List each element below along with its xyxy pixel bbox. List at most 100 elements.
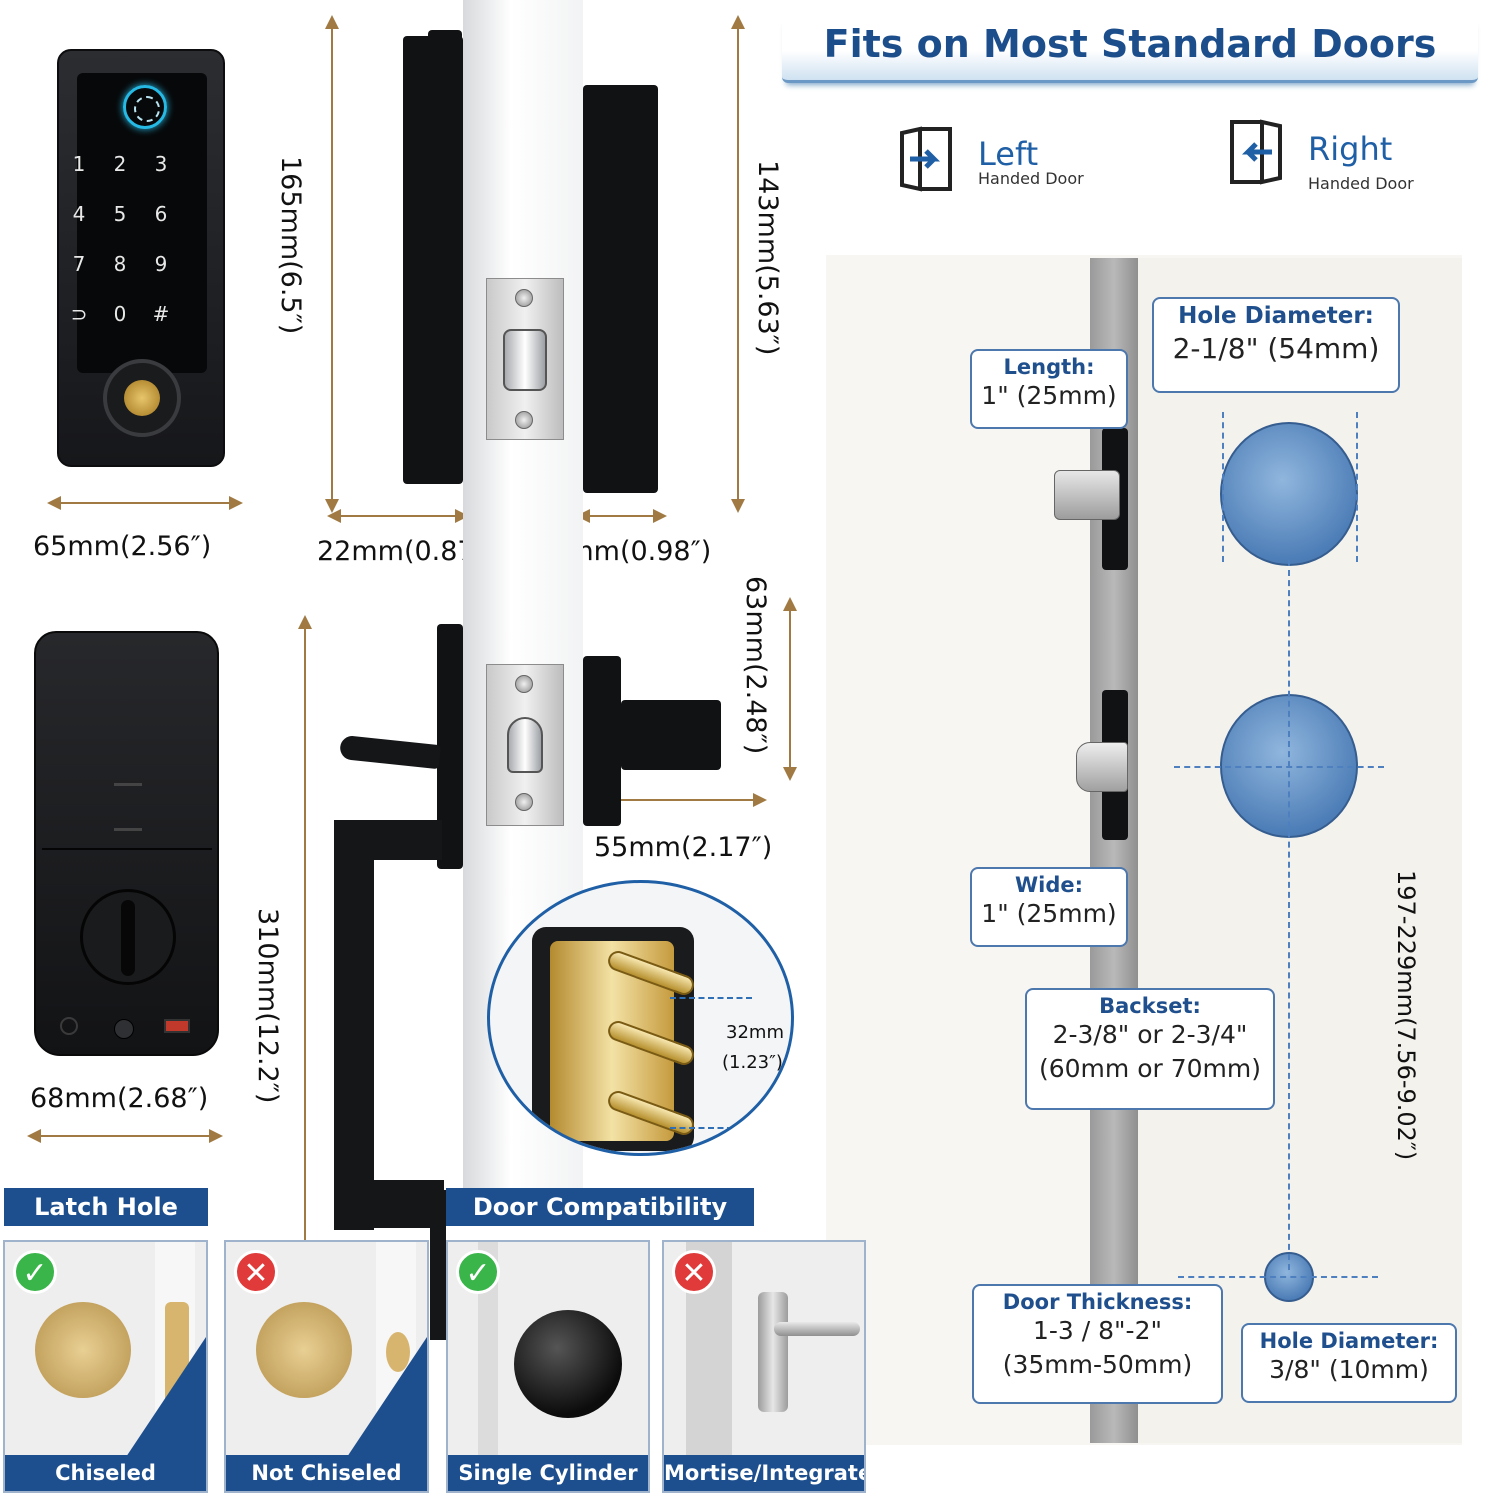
latch-hole-header: Latch Hole: [4, 1188, 208, 1226]
door-lever-icon: [774, 1322, 860, 1336]
title-banner: Fits on Most Standard Doors: [782, 15, 1478, 83]
deadbolt-exterior-body: [403, 36, 463, 484]
check-icon: ✓: [456, 1250, 500, 1294]
keypad-unit: [57, 49, 225, 467]
hole-spacing-label: 197-229mm(7.56-9.02″): [1392, 870, 1420, 1161]
deadbolt-faceplate: [486, 278, 564, 440]
tile-single-cylinder: ✓ Single Cylinder: [446, 1240, 650, 1493]
deadbolt-height-label: 143mm(5.63″): [752, 160, 783, 356]
mount-pin: [605, 1088, 697, 1138]
thumb-turn-knob: [80, 889, 176, 985]
key-5: 5: [113, 202, 127, 226]
deadbolt-bore-hole: [1220, 422, 1358, 566]
keypad-keys: 1 2 3 4 5 6 7 8 9 ⊃ 0 #: [59, 150, 199, 328]
guide-line: [1178, 1276, 1378, 1278]
callout-title: Hole Diameter:: [1259, 1329, 1439, 1353]
door-frame: [478, 1242, 498, 1459]
deadbolt-interior-body: [583, 85, 658, 493]
page-title: Fits on Most Standard Doors: [823, 22, 1437, 66]
guide-line: [1356, 412, 1358, 562]
wide-callout: Wide: 1" (25mm): [970, 867, 1128, 947]
lever-depth-label: 55mm(2.17″): [594, 832, 773, 863]
brass-mount-plate: [550, 941, 697, 1141]
length-callout: Length: 1" (25mm): [970, 349, 1128, 429]
callout-value: 3/8" (10mm): [1269, 1355, 1429, 1384]
x-icon: ✕: [672, 1250, 716, 1294]
latch-bolt: [507, 717, 543, 773]
callout-title: Hole Diameter:: [1178, 303, 1374, 329]
tile-label: Single Cylinder: [448, 1455, 648, 1491]
handle-grip: [334, 820, 374, 1230]
tile-mortise: ✕ Mortise/Integrated: [662, 1240, 866, 1493]
latch-faceplate: [486, 664, 564, 826]
key-2: 2: [113, 152, 127, 176]
screw-icon: [515, 675, 533, 693]
callout-title: Length:: [1003, 355, 1095, 379]
tile-not-chiseled: ✕ Not Chiseled: [224, 1240, 429, 1493]
key-6: 6: [154, 202, 168, 226]
tile-label: Mortise/Integrated: [664, 1455, 864, 1491]
callout-value: 1" (25mm): [981, 899, 1117, 928]
key-7: 7: [72, 252, 86, 276]
key-0: 0: [113, 302, 127, 326]
right-handed-label: Right: [1308, 130, 1393, 168]
switch-icon: [164, 1019, 190, 1033]
mount-pin: [605, 1018, 697, 1068]
screw-icon: [114, 1019, 134, 1039]
hole-diameter-callout: Hole Diameter: 2-1/8" (54mm): [1152, 297, 1400, 393]
center-guide-line: [1288, 560, 1290, 1270]
left-handed-sub: Handed Door: [978, 169, 1084, 188]
corner-decor: [347, 1337, 427, 1457]
interior-lever: [621, 700, 721, 770]
interior-width-label: 68mm(2.68″): [30, 1083, 209, 1114]
key-1: 1: [72, 152, 86, 176]
right-handed-door-icon: [1230, 119, 1282, 185]
pin-spacing-mm-label: 32mm: [726, 1022, 784, 1043]
callout-title: Door Thickness:: [1002, 1290, 1193, 1314]
cover-seam: [42, 848, 212, 850]
lever-height-label: 63mm(2.48″): [740, 576, 771, 755]
keypad-height-label: 165mm(6.5″): [275, 156, 306, 335]
key-cylinder: [103, 359, 181, 437]
callout-value: (35mm-50mm): [1002, 1350, 1193, 1379]
door-thickness-callout: Door Thickness: 1-3 / 8"-2" (35mm-50mm): [972, 1284, 1223, 1404]
pin-guide-line: [670, 997, 752, 999]
corner-decor: [126, 1337, 206, 1457]
left-handed-door-icon: [900, 126, 952, 192]
callout-value: 2-3/8" or 2-3/4": [1052, 1020, 1248, 1049]
fingerprint-icon: [123, 85, 167, 129]
door-compatibility-header: Door Compatibility: [446, 1188, 754, 1226]
callout-value: 2-1/8" (54mm): [1172, 332, 1380, 365]
small-hole-callout: Hole Diameter: 3/8" (10mm): [1241, 1323, 1457, 1403]
edge-latch-bolt: [1076, 742, 1128, 792]
key-8: 8: [113, 252, 127, 276]
left-handed-label: Left: [978, 135, 1039, 173]
bore-hole-icon: [256, 1302, 352, 1398]
guide-line: [1174, 766, 1384, 768]
tile-label: Not Chiseled: [226, 1455, 427, 1491]
guide-line: [1222, 412, 1224, 562]
handle-base: [430, 1190, 446, 1340]
key-hash: #: [152, 302, 170, 326]
screw-icon: [515, 289, 533, 307]
x-icon: ✕: [234, 1250, 278, 1294]
check-icon: ✓: [13, 1250, 57, 1294]
key-lock-symbol: ⊃: [70, 302, 88, 326]
tile-chiseled: ✓ Chiseled: [3, 1240, 208, 1493]
screw-icon: [515, 411, 533, 429]
callout-value: 1" (25mm): [981, 381, 1117, 410]
mount-housing: [532, 927, 697, 1151]
lever-interior-rose: [583, 656, 621, 826]
bore-hole-icon: [35, 1302, 131, 1398]
pin-guide-line: [670, 1127, 752, 1129]
pin-spacing-in-label: (1.23″): [722, 1052, 783, 1073]
mount-pin: [605, 948, 697, 998]
callout-value: 1-3 / 8"-2": [1033, 1316, 1162, 1345]
screw-icon: [515, 793, 533, 811]
backset-callout: Backset: 2-3/8" or 2-3/4" (60mm or 70mm): [1025, 988, 1275, 1110]
deadbolt-bolt: [503, 329, 547, 391]
interior-unit: [34, 631, 219, 1056]
key-4: 4: [72, 202, 86, 226]
tile-label: Chiseled: [5, 1455, 206, 1491]
callout-title: Wide:: [1014, 873, 1084, 897]
